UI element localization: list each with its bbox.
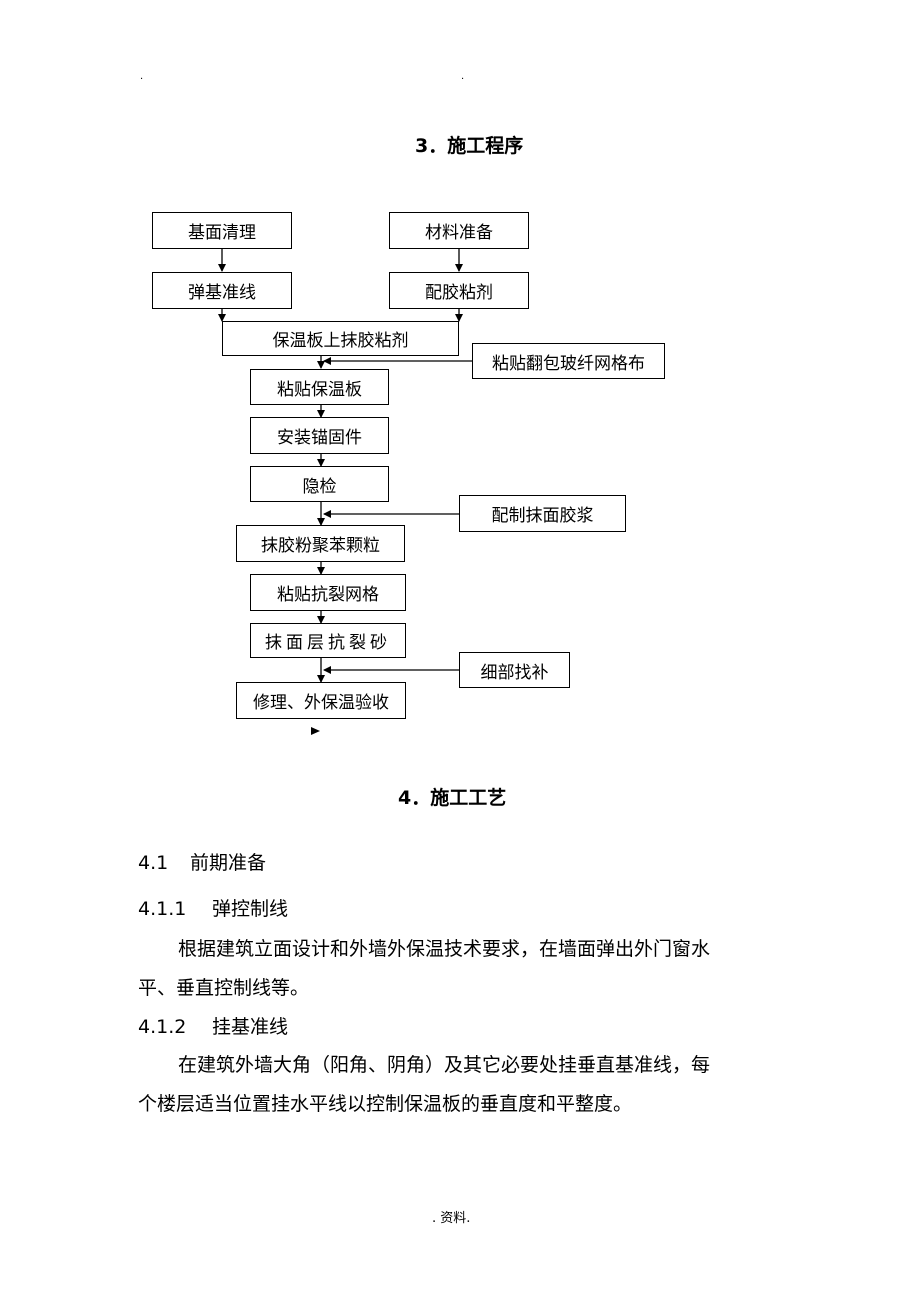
heading-title: 挂基准线: [212, 1016, 289, 1038]
header-dot-right: .: [461, 71, 465, 82]
flow-box-mix-adhesive: 配胶粘剂: [389, 272, 529, 309]
flow-box-material-prep: 材料准备: [389, 212, 529, 249]
flow-label: 隐检: [302, 476, 337, 497]
heading-number: 4.1.1: [138, 898, 187, 920]
flow-label: 细部找补: [480, 662, 549, 683]
flow-label: 抹胶粉聚苯颗粒: [261, 536, 380, 556]
flow-label: 粘贴保温板: [277, 379, 362, 400]
flowchart-connectors: [218, 248, 472, 735]
header-dot-left: .: [140, 71, 144, 82]
page-footer: . 资料.: [432, 1211, 471, 1226]
heading-number: 4.1: [138, 852, 169, 874]
heading-4-1-2: 4.1.2 挂基准线: [138, 1012, 288, 1039]
flow-box-apply-eps: 抹胶粉聚苯颗粒: [236, 525, 405, 562]
flow-label: 抹面层抗裂砂: [265, 633, 391, 653]
flow-box-patch: 细部找补: [459, 652, 570, 688]
heading-number: 4.1.2: [138, 1016, 187, 1038]
flow-box-stick-board: 粘贴保温板: [250, 369, 389, 405]
flow-box-anchors: 安装锚固件: [250, 417, 389, 454]
flow-label: 保温板上抹胶粘剂: [272, 331, 409, 351]
flow-label: 基面清理: [188, 223, 256, 243]
flow-label: 粘贴翻包玻纤网格布: [492, 353, 645, 374]
flow-label: 配胶粘剂: [425, 283, 493, 303]
paragraph-4-1-1-line-1: 根据建筑立面设计和外墙外保温技术要求，在墙面弹出外门窗水: [178, 938, 711, 960]
flow-box-wrap-mesh: 粘贴翻包玻纤网格布: [472, 343, 665, 379]
paragraph-4-1-2-line-1: 在建筑外墙大角（阳角、阴角）及其它必要处挂垂直基准线，每: [178, 1054, 711, 1076]
flow-box-crack-mesh: 粘贴抗裂网格: [250, 574, 406, 611]
flow-label: 粘贴抗裂网格: [277, 585, 379, 605]
heading-4-1-1: 4.1.1 弹控制线: [138, 894, 288, 921]
end-arrow-icon: [311, 727, 320, 735]
flow-label: 配制抹面胶浆: [491, 506, 594, 526]
flow-box-crack-mortar: 抹面层抗裂砂: [250, 623, 406, 658]
flow-box-mix-mortar: 配制抹面胶浆: [459, 495, 626, 532]
heading-title: 前期准备: [190, 852, 267, 874]
flow-box-base-clean: 基面清理: [152, 212, 292, 249]
flow-label: 修理、外保温验收: [253, 693, 389, 713]
paragraph-4-1-2-line-2: 个楼层适当位置挂水平线以控制保温板的垂直度和平整度。: [138, 1093, 633, 1115]
flow-box-inspection: 隐检: [250, 466, 389, 502]
flow-label: 弹基准线: [188, 283, 256, 303]
flow-label: 材料准备: [425, 223, 493, 243]
flow-label: 安装锚固件: [277, 428, 362, 448]
paragraph-4-1-1-line-2: 平、垂直控制线等。: [138, 977, 310, 999]
flow-box-acceptance: 修理、外保温验收: [236, 682, 406, 719]
heading-title: 弹控制线: [212, 898, 289, 920]
section-3-title: 3．施工程序: [415, 135, 524, 157]
flow-box-snap-line: 弹基准线: [152, 272, 292, 309]
flow-box-apply-adhesive: 保温板上抹胶粘剂: [222, 321, 459, 356]
heading-4-1: 4.1 前期准备: [138, 848, 266, 875]
section-4-title: 4．施工工艺: [398, 787, 507, 809]
